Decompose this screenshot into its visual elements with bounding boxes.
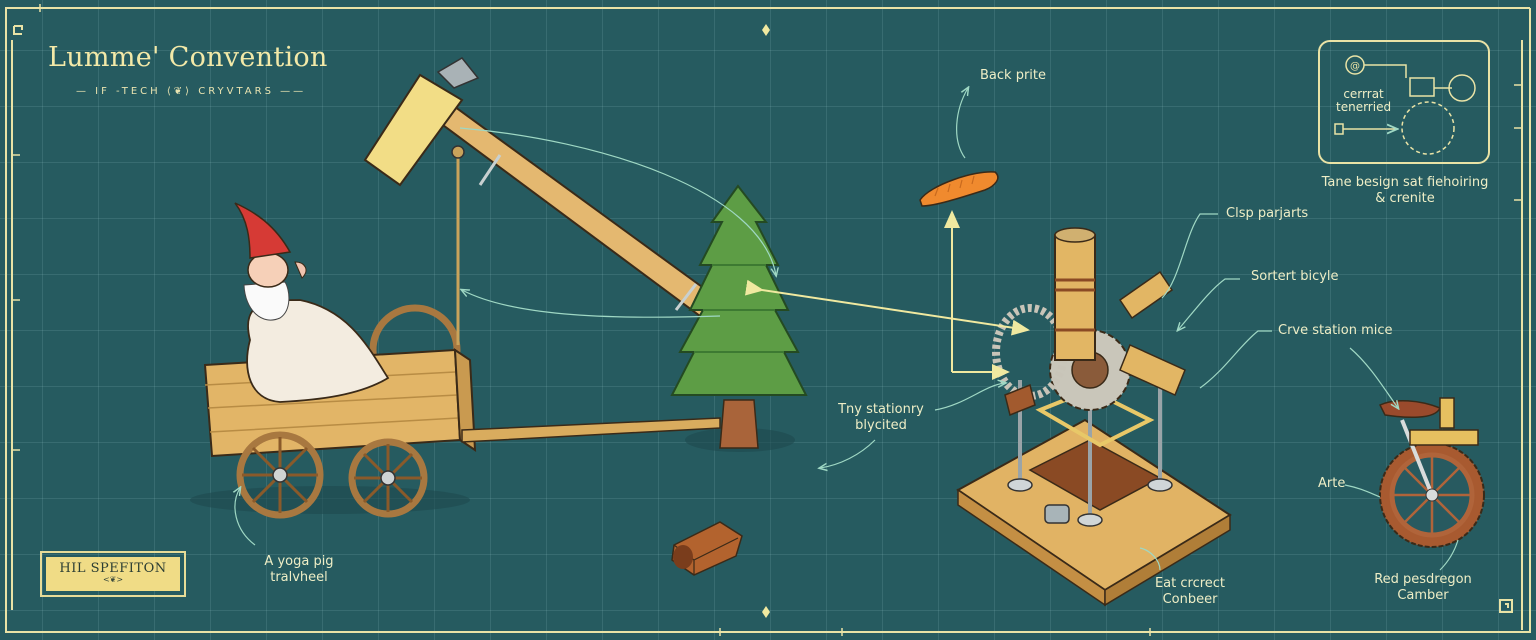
title-stamp-inner: HIL SPEFITON <❦> (46, 557, 180, 591)
pine-tree-illustration (670, 184, 808, 452)
label-tiny-stationary-bicycle: Tny stationry blycited (826, 402, 936, 434)
inset-caption-line1: Tane besign sat fiehoiring (1321, 175, 1489, 190)
inset-caption: Tane besign sat fiehoiring & crenite (1320, 175, 1490, 207)
label-red-pesdregon: Red pesdregon Camber (1368, 572, 1478, 604)
label-arte: Arte (1318, 476, 1346, 491)
unicycle-illustration (1378, 397, 1485, 548)
dimension-arrows (744, 210, 1030, 380)
inset-diagram: @ (1334, 55, 1476, 155)
label-eat-crcrect-line1: Eat crcrect (1154, 576, 1226, 591)
gnome-cart-illustration (190, 304, 721, 519)
gnome-figure (234, 202, 390, 403)
gear-machine-illustration (956, 227, 1232, 607)
label-yoga-pig-line2: tralvheel (270, 570, 328, 585)
label-red-pesdregon-line1: Red pesdregon (1374, 572, 1472, 587)
title-stamp: HIL SPEFITON <❦> (40, 551, 186, 597)
page-subtitle: — IF -TECH ⟨❦⟩ CRYVTARS —— (76, 86, 307, 97)
label-eat-crcrect: Eat crcrect Conbeer (1140, 576, 1240, 608)
diamond-ornament-top (762, 24, 770, 36)
label-tiny-stationary-line1: Tny stationry (838, 402, 924, 417)
stamp-title: HIL SPEFITON (59, 561, 167, 576)
label-sortert-bicycle: Sortert bicyle (1251, 269, 1339, 284)
inset-caption-line2: & crenite (1375, 191, 1435, 206)
label-yoga-pig-line1: A yoga pig (264, 554, 334, 569)
label-yoga-pig: A yoga pig tralvheel (254, 554, 344, 586)
inset-diagram-box (1318, 40, 1490, 164)
inset-label-line2: tenerried (1336, 100, 1392, 114)
hammer-catapult-illustration (363, 57, 722, 345)
label-red-pesdregon-line2: Camber (1397, 588, 1449, 603)
diamond-ornament-bottom (762, 606, 770, 618)
svg-text:@: @ (1350, 61, 1360, 72)
label-eat-crcrect-line2: Conbeer (1162, 592, 1218, 607)
inset-label: cerrrat tenerried (1336, 88, 1391, 114)
carrot-illustration (919, 171, 999, 207)
frame-border (5, 7, 1531, 633)
page-title: Lumme' Convention (48, 42, 328, 73)
stamp-ornament-icon: <❦> (102, 575, 124, 584)
label-back-prite: Back prite (980, 68, 1046, 83)
label-crve-station-mice: Crve station mice (1278, 323, 1393, 338)
label-clsp-parjarts: Clsp parjarts (1226, 206, 1309, 221)
wooden-block-illustration (671, 521, 743, 576)
annotation-leaders (235, 88, 1459, 571)
inset-label-line1: cerrrat (1343, 87, 1384, 101)
label-tiny-stationary-line2: blycited (855, 418, 907, 433)
frame-tick-marks (12, 4, 1522, 636)
